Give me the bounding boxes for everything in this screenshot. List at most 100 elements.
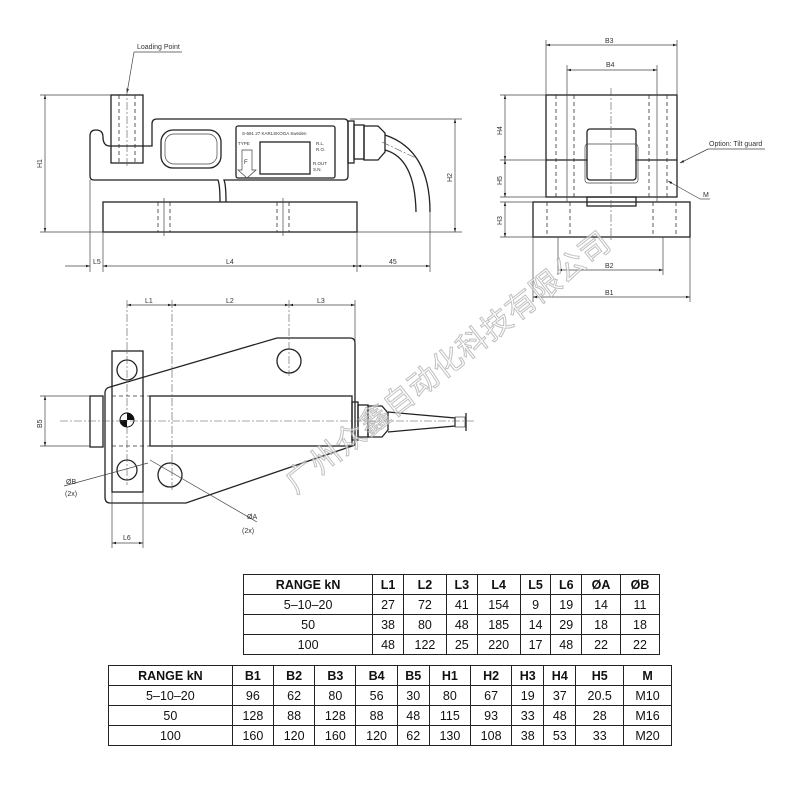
column-header: L2 [402, 574, 447, 595]
table-cell: 14 [581, 594, 621, 615]
dim-b2: B2 [605, 263, 614, 270]
table-cell: 18 [620, 614, 660, 635]
column-header: L6 [550, 574, 583, 595]
table-cell: M20 [623, 725, 672, 746]
table-cell: 30 [396, 685, 430, 706]
end-base [532, 201, 691, 238]
table-cell: 128 [231, 705, 275, 726]
dim-cable-45: 45 [389, 259, 397, 266]
table-cell: 33 [575, 725, 625, 746]
column-header: H4 [543, 665, 577, 686]
table-cell: 22 [620, 634, 660, 655]
plate-sn: S.N. [313, 167, 322, 172]
column-header: L1 [372, 574, 404, 595]
table-cell: 108 [469, 725, 513, 746]
table-cell: 48 [543, 705, 577, 726]
table-cell: 220 [476, 634, 521, 655]
table-cell: 9 [519, 594, 552, 615]
column-header: B2 [272, 665, 316, 686]
table-cell: 53 [543, 725, 577, 746]
column-header: L5 [519, 574, 552, 595]
table-cell: 80 [402, 614, 447, 635]
hole-a-count: (2x) [242, 528, 254, 535]
table-cell: 17 [519, 634, 552, 655]
table-cell: 72 [402, 594, 447, 615]
dim-b3: B3 [605, 38, 614, 45]
dim-l3: L3 [317, 298, 325, 305]
table-cell: 100 [108, 725, 233, 746]
table-cell: 48 [372, 634, 404, 655]
table-cell: 62 [272, 685, 316, 706]
table-cell: 41 [445, 594, 478, 615]
table-cell: 50 [108, 705, 233, 726]
column-header: ØA [581, 574, 621, 595]
column-header: M [623, 665, 672, 686]
table-cell: 88 [272, 705, 316, 726]
table-cell: 19 [550, 594, 583, 615]
hole-b-label: ØB [66, 479, 76, 486]
table-cell: 28 [575, 705, 625, 726]
table-cell: 80 [428, 685, 471, 706]
table-cell: M16 [623, 705, 672, 726]
end-view: B3 B4 H4 H5 H3 B2 B1 Option: Tilt guard … [497, 38, 765, 302]
thread-m-label: M [703, 192, 709, 199]
bracket [111, 350, 144, 493]
table-cell: 122 [402, 634, 447, 655]
table-cell: 120 [272, 725, 316, 746]
hole-a-label: ØA [247, 514, 257, 521]
dim-l5: L5 [93, 259, 101, 266]
table-cell: 130 [428, 725, 471, 746]
column-header: B3 [314, 665, 357, 686]
table-cell: 120 [355, 725, 398, 746]
force-arrow-icon [237, 149, 257, 179]
column-header: L3 [445, 574, 478, 595]
column-header: H3 [511, 665, 545, 686]
table-cell: 19 [511, 685, 545, 706]
column-header: B5 [396, 665, 430, 686]
table-cell: 185 [476, 614, 521, 635]
table-cell: 115 [428, 705, 471, 726]
plate-rout: R.OUT [313, 161, 327, 166]
table-cell: 48 [550, 634, 583, 655]
table-cell: 67 [469, 685, 513, 706]
table-cell: 33 [511, 705, 545, 726]
table-cell: 88 [355, 705, 398, 726]
dim-h1: H1 [37, 159, 44, 168]
table-cell: 160 [231, 725, 275, 746]
table-cell: 48 [396, 705, 430, 726]
dim-h5: H5 [497, 176, 504, 185]
table-cell: 96 [231, 685, 275, 706]
table-cell: 100 [242, 634, 374, 655]
table-cell: 20.5 [575, 685, 625, 706]
dim-h2: H2 [447, 173, 454, 182]
mounting-plate [104, 337, 356, 504]
cable-gland [363, 125, 386, 161]
side-view: Loading Point S-691 27 KARLSKOGA Sweden … [37, 44, 462, 272]
column-header: B1 [231, 665, 275, 686]
table-cell: 50 [242, 614, 374, 635]
table-cell: 25 [445, 634, 478, 655]
table-cell: M10 [623, 685, 672, 706]
table-cell: 5–10–20 [108, 685, 233, 706]
table-cell: 48 [445, 614, 478, 635]
table-cell: 37 [543, 685, 577, 706]
column-header: H5 [575, 665, 625, 686]
cable [384, 134, 431, 213]
cell-section [586, 128, 637, 181]
table-cell: 11 [620, 594, 660, 615]
dim-b1: B1 [605, 290, 614, 297]
table-cell: 128 [314, 705, 357, 726]
table-cell: 56 [355, 685, 398, 706]
plate-type: TYPE [238, 141, 250, 146]
dim-l6: L6 [123, 535, 131, 542]
column-header: H1 [428, 665, 471, 686]
